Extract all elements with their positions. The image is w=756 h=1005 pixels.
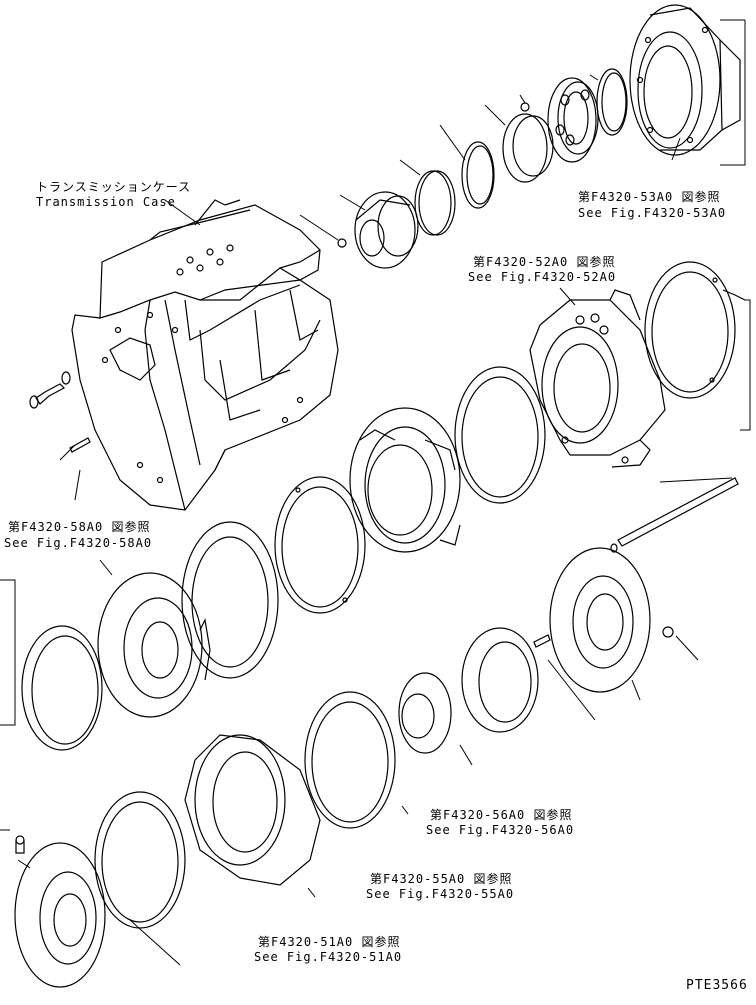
drawing-code: PTE3566 bbox=[686, 978, 748, 993]
snap-ring-1 bbox=[597, 69, 627, 135]
callout-f58-en: See Fig.F4320-58A0 bbox=[4, 536, 153, 550]
end-cover-bottom bbox=[15, 843, 105, 987]
housing-f51 bbox=[185, 735, 320, 885]
ring-gear-left bbox=[22, 626, 102, 750]
case-leaders bbox=[60, 200, 200, 500]
mid-leaders bbox=[0, 288, 750, 965]
disc-left bbox=[182, 522, 278, 678]
callout-f56-jp: 第F4320-56A0 図参照 bbox=[430, 808, 573, 822]
plate-f55 bbox=[305, 692, 395, 828]
plug bbox=[16, 836, 24, 853]
callout-f52-en: See Fig.F4320-52A0 bbox=[468, 270, 617, 284]
hub bbox=[399, 673, 451, 753]
callout-case-en: Transmission Case bbox=[36, 195, 176, 209]
plate-bottom bbox=[95, 792, 185, 928]
shim bbox=[415, 171, 455, 235]
callout-case-jp: トランスミッションケース bbox=[36, 180, 192, 194]
gear-plate-f58 bbox=[98, 573, 210, 717]
clutch-housing-f52 bbox=[530, 290, 665, 467]
tie-rod bbox=[611, 478, 738, 552]
callout-f51-en: See Fig.F4320-51A0 bbox=[254, 950, 403, 964]
case-bolt bbox=[30, 372, 90, 452]
carrier bbox=[350, 408, 460, 552]
roller-bearing bbox=[548, 78, 598, 162]
callout-f52-jp: 第F4320-52A0 図参照 bbox=[473, 255, 616, 269]
snap-ring-2 bbox=[462, 142, 494, 208]
transmission-case bbox=[72, 200, 338, 510]
top-leaders bbox=[300, 20, 745, 240]
bolt-right bbox=[663, 627, 673, 637]
bearing-cup bbox=[503, 114, 553, 182]
plate-mid bbox=[275, 477, 365, 613]
bearing-housing-f53 bbox=[630, 5, 740, 155]
callout-f55-jp: 第F4320-55A0 図参照 bbox=[370, 872, 513, 886]
small-bolt bbox=[338, 239, 346, 247]
retainer bbox=[355, 192, 418, 268]
end-plate bbox=[550, 548, 650, 692]
callout-f55-en: See Fig.F4320-55A0 bbox=[366, 887, 515, 901]
callout-f56-en: See Fig.F4320-56A0 bbox=[426, 823, 575, 837]
pin-right bbox=[534, 635, 550, 647]
gear-f56 bbox=[462, 628, 538, 732]
callout-f51-jp: 第F4320-51A0 図参照 bbox=[258, 935, 401, 949]
plate-right bbox=[455, 367, 545, 503]
ball bbox=[521, 103, 529, 111]
callout-f58-jp: 第F4320-58A0 図参照 bbox=[8, 520, 151, 534]
callout-f53-jp: 第F4320-53A0 図参照 bbox=[578, 190, 721, 204]
ring-gear-right bbox=[645, 262, 745, 398]
callout-f53-en: See Fig.F4320-53A0 bbox=[578, 206, 727, 220]
